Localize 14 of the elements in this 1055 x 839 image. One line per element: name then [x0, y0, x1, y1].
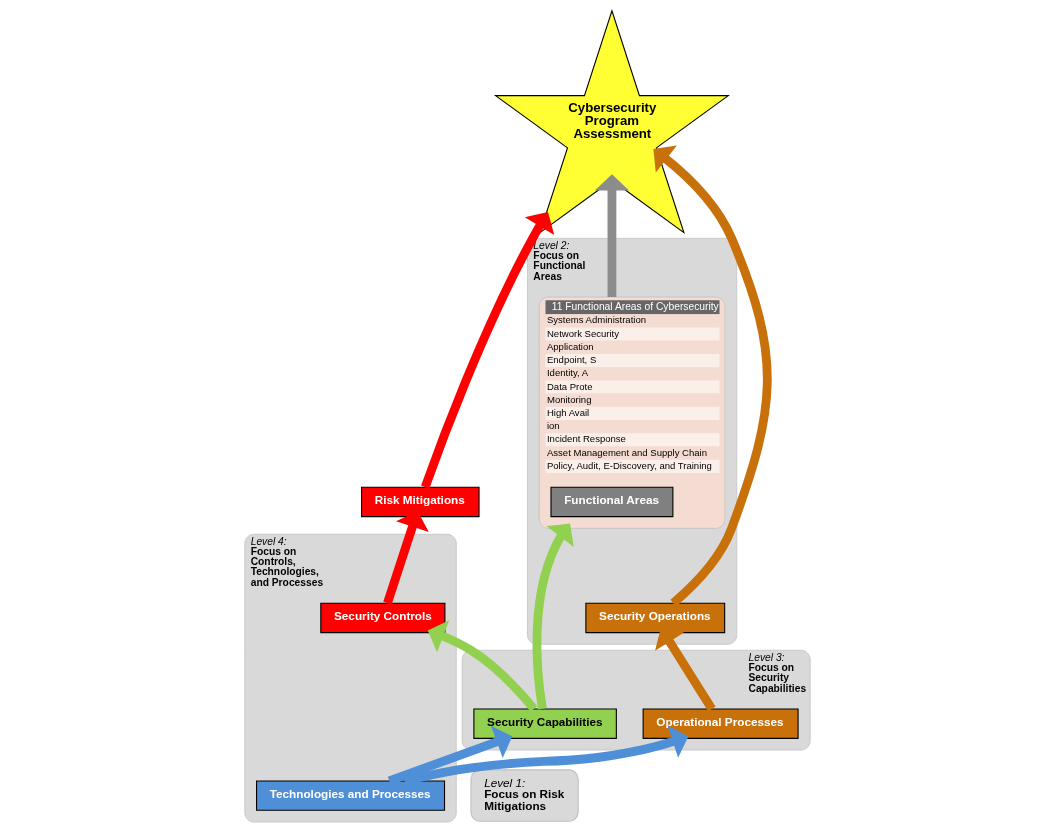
node-box: Level 1: Focus on Risk Mitigations: [470, 769, 579, 822]
node-box: Security Operations: [585, 602, 726, 634]
node-box: Risk Mitigations: [361, 486, 480, 518]
node-box: Operational Processes: [642, 708, 799, 739]
arrow: [427, 620, 538, 712]
arrow: [387, 725, 513, 785]
arrow: [594, 174, 630, 298]
node-box: Functional Areas: [550, 486, 674, 518]
node-box: Security Capabilities: [473, 708, 617, 739]
node-box: Security Controls: [320, 602, 446, 634]
node-box: Technologies and Processes: [256, 780, 446, 811]
arrow: [532, 523, 574, 710]
arrow: [653, 145, 772, 607]
arrow: [421, 212, 555, 489]
